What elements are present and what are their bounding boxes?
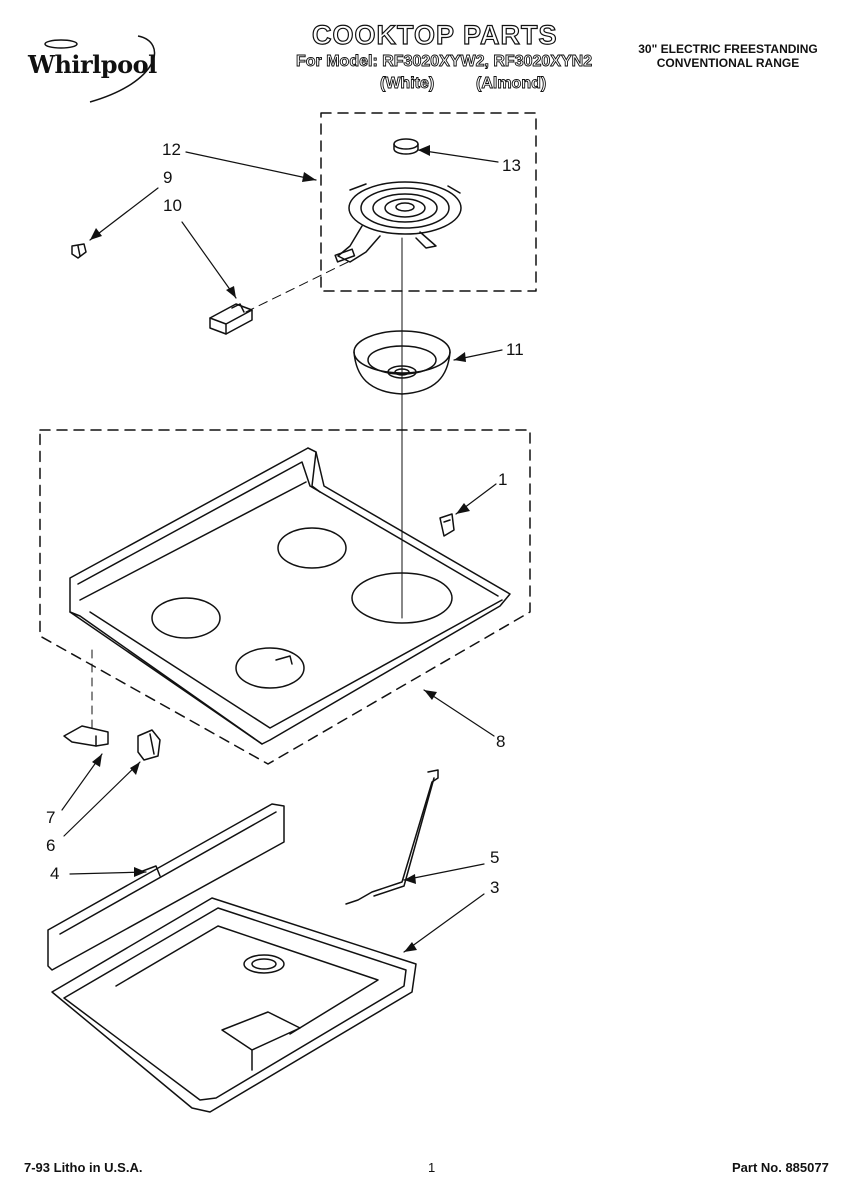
color-almond-label: (Almond) [476, 75, 547, 93]
product-line-1: 30" ELECTRIC FREESTANDING [638, 42, 818, 56]
logo-swoosh-icon [44, 35, 156, 103]
callout-6: 6 [46, 836, 56, 855]
support-rod [345, 769, 439, 905]
receptacle-block [209, 303, 253, 335]
color-white-label: (White) [380, 75, 435, 93]
callout-11: 11 [506, 340, 524, 359]
element-assembly-box [320, 112, 537, 292]
callout-7: 7 [46, 808, 56, 827]
hinge-spacer [137, 729, 161, 761]
callout-10: 10 [163, 196, 182, 215]
burner-hole-rear-right [351, 572, 453, 624]
callout-5: 5 [490, 848, 500, 867]
page-title: COOKTOP PARTS [311, 19, 558, 50]
alignment-line-receptacle [245, 261, 349, 313]
rear-panel [47, 803, 285, 971]
callout-3: 3 [490, 878, 500, 897]
callout-9: 9 [163, 168, 173, 187]
burner-hole-front-right [235, 647, 305, 689]
footer-page-number: 1 [428, 1160, 436, 1175]
burner-box [51, 897, 417, 1113]
footer-part-number: Part No. 885077 [732, 1160, 829, 1175]
terminal-clip [71, 243, 87, 259]
product-description: 30" ELECTRIC FREESTANDING CONVENTIONAL R… [612, 42, 844, 70]
callout-8: 8 [496, 732, 506, 751]
drip-bowl [353, 330, 451, 395]
leader-lines [61, 149, 503, 953]
element-cap [393, 138, 419, 155]
burner-hole-front-left [151, 597, 221, 639]
cooktop-panel [69, 447, 511, 745]
cooktop-assembly-outline [39, 429, 531, 765]
model-line: For Model: RF3020XYW2, RF3020XYN2 [296, 53, 593, 71]
callout-12: 12 [162, 140, 181, 159]
callout-4: 4 [50, 864, 60, 883]
callout-13: 13 [502, 156, 521, 175]
surface-element [334, 181, 462, 263]
cooktop-clip [439, 513, 455, 537]
leader-arrowheads [90, 145, 470, 952]
mounting-bracket [63, 725, 109, 747]
brand-logo: Whirlpool [20, 34, 190, 104]
footer-litho: 7-93 Litho in U.S.A. [24, 1160, 143, 1175]
product-line-2: CONVENTIONAL RANGE [656, 56, 800, 70]
brand-name: Whirlpool [28, 50, 157, 79]
burner-hole-rear-left [277, 527, 347, 569]
callout-1: 1 [498, 470, 508, 489]
